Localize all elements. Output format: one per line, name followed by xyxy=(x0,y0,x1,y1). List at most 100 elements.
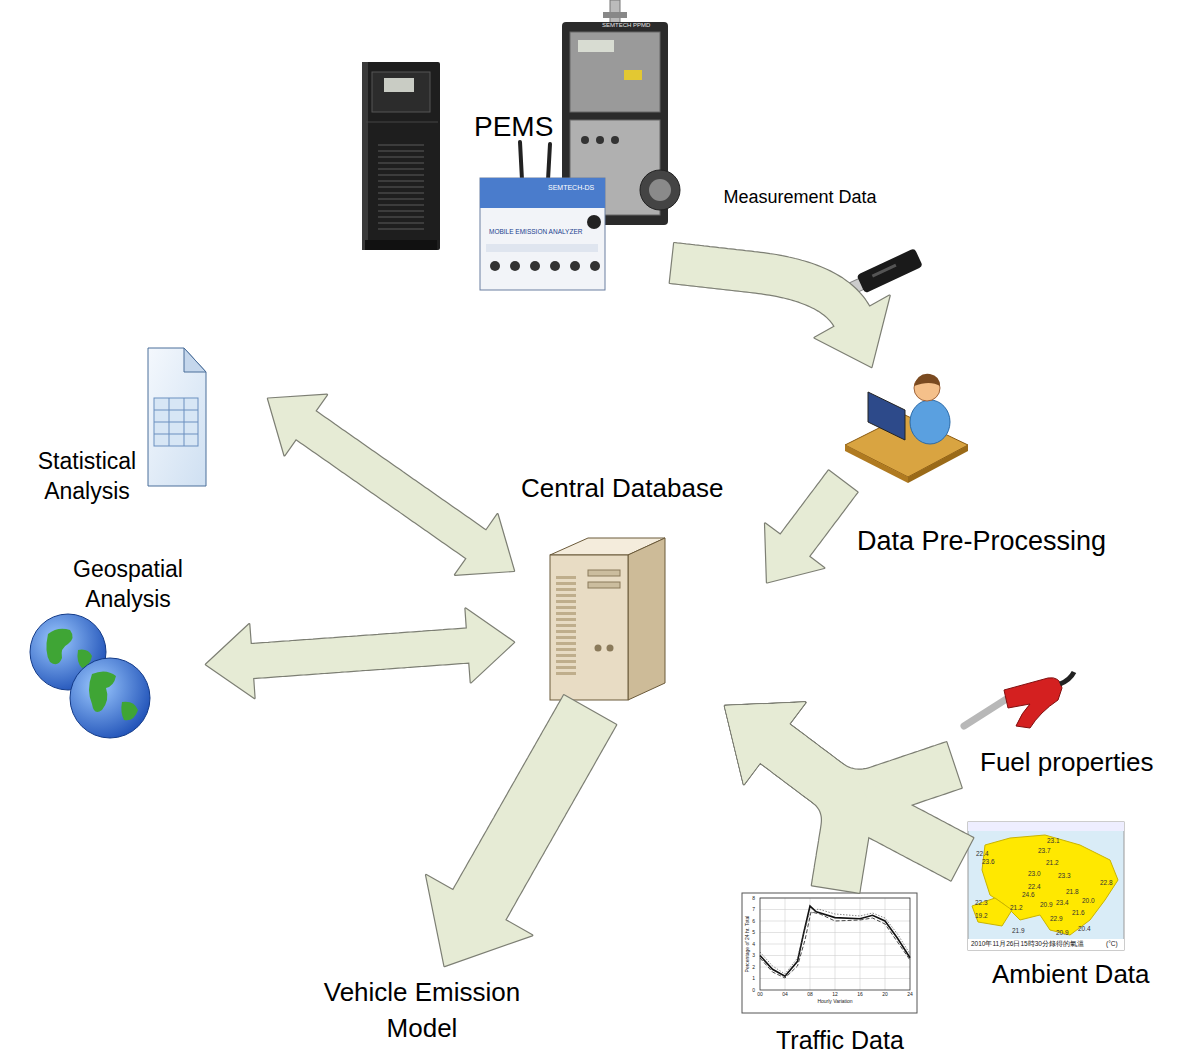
spreadsheet-icon xyxy=(148,348,206,486)
database-server xyxy=(550,538,665,700)
illustration-text: 21.2 xyxy=(1010,905,1023,912)
block-arrow xyxy=(765,471,857,583)
illustration-text: 7 xyxy=(752,907,755,912)
temperature-map-part xyxy=(968,939,1124,950)
spreadsheet-icon-part xyxy=(184,348,206,372)
person-at-desk-part xyxy=(910,400,950,444)
usb-stick-part xyxy=(872,264,897,278)
illustration-text: (°C) xyxy=(1106,941,1118,948)
node-label: Central Database xyxy=(521,472,723,504)
pems-analyzer xyxy=(480,142,605,290)
illustration-text: 24.6 xyxy=(1022,892,1035,899)
illustration-text: 21.2 xyxy=(1046,860,1059,867)
pems-cabinet-part xyxy=(378,140,424,230)
illustration-text: 20.0 xyxy=(1082,898,1095,905)
illustration-text: 5 xyxy=(752,930,755,935)
illustration-text: 22.8 xyxy=(1100,880,1113,887)
spreadsheet-icon-part xyxy=(154,434,198,435)
pems-analyzer-part xyxy=(486,244,598,252)
person-at-desk-part xyxy=(868,392,905,440)
node-label: PEMS xyxy=(474,110,553,144)
illustration-text: 4 xyxy=(752,942,755,947)
illustration-text: 20.9 xyxy=(1056,930,1069,937)
node-label: Statistical Analysis xyxy=(28,446,146,506)
spreadsheet-icon-part xyxy=(148,348,206,486)
pems-analyzer-part xyxy=(570,261,580,271)
usb-stick xyxy=(847,248,923,297)
illustration-text: 6 xyxy=(752,919,755,924)
block-arrow-fill xyxy=(725,703,870,893)
pems-analyzer-part xyxy=(480,178,605,290)
icon-node: Vehicle Emission Model xyxy=(300,974,545,1052)
block-arrow-fill xyxy=(765,471,857,583)
database-server-part xyxy=(607,645,614,652)
pems-ppmd-unit-part xyxy=(649,179,671,201)
icon-node: Ambient Data xyxy=(966,820,1178,998)
block-arrow-fill xyxy=(426,695,616,966)
block-arrow xyxy=(725,703,870,893)
database-server-part xyxy=(628,538,665,700)
illustration-text: 16 xyxy=(857,992,863,997)
node-label: Geospatial Analysis xyxy=(62,554,194,614)
pems-analyzer-part xyxy=(590,261,600,271)
illustration-text: 2010年11月26日15時30分錄得的氣溫 xyxy=(971,941,1084,948)
node-label: Ambient Data xyxy=(992,958,1150,990)
block-arrow xyxy=(206,609,514,698)
illustration-text: 22.3 xyxy=(975,900,988,907)
illustration-text: 22.9 xyxy=(1050,916,1063,923)
pems-ppmd-unit-part xyxy=(581,136,589,144)
pems-ppmd-unit-part xyxy=(596,136,604,144)
person-at-desk xyxy=(845,374,968,483)
illustration-text: 1 xyxy=(752,976,755,981)
illustration-text: 19.2 xyxy=(975,913,988,920)
pems-cabinet-part xyxy=(362,62,368,250)
illustration-text: 21.9 xyxy=(1012,928,1025,935)
temperature-map-part xyxy=(968,822,1124,831)
pems-ppmd-unit-part xyxy=(624,70,642,80)
traffic-chart-part xyxy=(760,898,910,990)
icon-node: PEMS xyxy=(360,2,672,292)
illustration-text: 24 xyxy=(907,992,913,997)
node-label: Vehicle Emission Model xyxy=(302,974,542,1046)
globe-icons-part xyxy=(70,658,150,738)
globe-icons-part xyxy=(89,671,116,712)
pems-ppmd-unit-part xyxy=(603,12,627,18)
illustration-text: SEMTECH PPMD xyxy=(602,22,650,28)
illustration-text: 23.1 xyxy=(1047,838,1060,845)
pems-analyzer-part xyxy=(510,261,520,271)
traffic-chart-part-part xyxy=(810,898,811,990)
pems-cabinet-part xyxy=(372,72,430,112)
pems-analyzer-part xyxy=(550,261,560,271)
illustration-text: 23.7 xyxy=(1038,848,1051,855)
block-arrow xyxy=(670,243,890,367)
illustration-text: 2 xyxy=(752,965,755,970)
globe-icons-part xyxy=(121,702,138,721)
edge-label: Measurement Data xyxy=(722,186,878,208)
illustration-text: 22.4 xyxy=(976,851,989,858)
pems-cabinet-part xyxy=(366,122,438,123)
pems-analyzer-part xyxy=(480,178,605,208)
pems-cabinet-part xyxy=(365,240,437,250)
spreadsheet-icon-part xyxy=(154,422,198,423)
node-label: Fuel properties xyxy=(980,746,1153,778)
illustration-text: 08 xyxy=(807,992,813,997)
illustration-text: 3 xyxy=(752,953,755,958)
fuel-nozzle-part xyxy=(964,698,1008,726)
icon-node: Fuel properties xyxy=(958,676,1187,782)
illustration-text: 23.6 xyxy=(982,859,995,866)
connector-outlines xyxy=(206,243,973,966)
illustration-text: Hourly Variation xyxy=(817,999,852,1004)
illustration-text: 21.8 xyxy=(1066,889,1079,896)
traffic-chart-part xyxy=(760,906,910,976)
usb-stick-part xyxy=(856,248,922,293)
pems-analyzer-part xyxy=(520,142,522,180)
icon-node: Traffic Data xyxy=(742,893,922,1059)
block-arrow-fill xyxy=(206,609,514,698)
illustration-text: 22.4 xyxy=(1028,884,1041,891)
pems-cabinet-part xyxy=(362,62,440,250)
pems-cabinet xyxy=(362,62,440,250)
block-arrow-fill xyxy=(670,243,890,367)
pems-analyzer-part xyxy=(490,261,500,271)
traffic-chart-part-part xyxy=(885,898,886,990)
